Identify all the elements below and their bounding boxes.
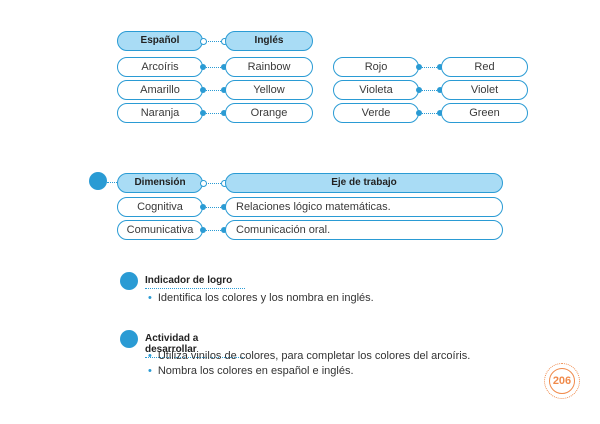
connector-dot: [200, 204, 206, 210]
connector: [203, 183, 225, 184]
section-marker-dot: [120, 330, 138, 348]
connector-dot: [221, 64, 227, 70]
connector: [107, 182, 117, 183]
connector-dot: [200, 110, 206, 116]
actividad-bullet-1: • Nombra los colores en español e inglés.: [148, 365, 354, 377]
connector-dot: [200, 64, 206, 70]
indicador-bullet-0: • Identifica los colores y los nombra en …: [148, 292, 374, 304]
connector-dot: [416, 87, 422, 93]
bullet-text: Identifica los colores y los nombra en i…: [157, 292, 374, 304]
connector-dot: [437, 87, 443, 93]
bullet-text: Utiliza vinilos de colores, para complet…: [157, 350, 471, 362]
dimension-cognitiva: Cognitiva: [117, 197, 203, 217]
connector-dot: [221, 204, 227, 210]
connector: [203, 90, 225, 91]
connector: [203, 113, 225, 114]
header-espanol: Español: [117, 31, 203, 51]
connector-dot: [437, 110, 443, 116]
header-ingles: Inglés: [225, 31, 313, 51]
connector: [203, 230, 225, 231]
vocab-es-1: Amarillo: [117, 80, 203, 100]
vocab-en-0: Rainbow: [225, 57, 313, 77]
connector: [419, 113, 441, 114]
bullet-icon: •: [148, 292, 152, 304]
connector: [203, 41, 225, 42]
vocab-es-0: Arcoíris: [117, 57, 203, 77]
vocab-en-3: Red: [441, 57, 528, 77]
connector-dot: [200, 38, 207, 45]
indicador-title: Indicador de logro: [145, 275, 245, 289]
connector-dot: [200, 87, 206, 93]
connector: [419, 67, 441, 68]
header-dimension: Dimensión: [117, 173, 203, 193]
vocab-es-2: Naranja: [117, 103, 203, 123]
vocab-en-2: Orange: [225, 103, 313, 123]
connector: [203, 67, 225, 68]
dimension-comunicativa: Comunicativa: [117, 220, 203, 240]
vocab-es-3: Rojo: [333, 57, 419, 77]
vocab-en-5: Green: [441, 103, 528, 123]
section-marker-dot: [120, 272, 138, 290]
connector-dot: [221, 110, 227, 116]
connector-dot: [221, 87, 227, 93]
connector-dot: [200, 227, 206, 233]
connector-dot: [221, 227, 227, 233]
bullet-icon: •: [148, 350, 152, 362]
connector: [419, 90, 441, 91]
bullet-icon: •: [148, 365, 152, 377]
eje-comunicacion: Comunicación oral.: [225, 220, 503, 240]
connector-dot: [416, 64, 422, 70]
page-number: 206: [549, 368, 575, 394]
bullet-text: Nombra los colores en español e inglés.: [157, 365, 354, 377]
connector-dot: [200, 180, 207, 187]
connector-dot: [416, 110, 422, 116]
vocab-es-5: Verde: [333, 103, 419, 123]
page-badge-ring: [544, 363, 580, 399]
actividad-bullet-0: • Utiliza vinilos de colores, para comple…: [148, 350, 470, 362]
actividad-title: Actividad a desarrollar: [145, 333, 245, 358]
eje-relaciones: Relaciones lógico matemáticas.: [225, 197, 503, 217]
connector-dot: [437, 64, 443, 70]
section-marker-dot: [89, 172, 107, 190]
vocab-es-4: Violeta: [333, 80, 419, 100]
vocab-en-1: Yellow: [225, 80, 313, 100]
header-eje-trabajo: Eje de trabajo: [225, 173, 503, 193]
vocab-en-4: Violet: [441, 80, 528, 100]
connector: [203, 207, 225, 208]
